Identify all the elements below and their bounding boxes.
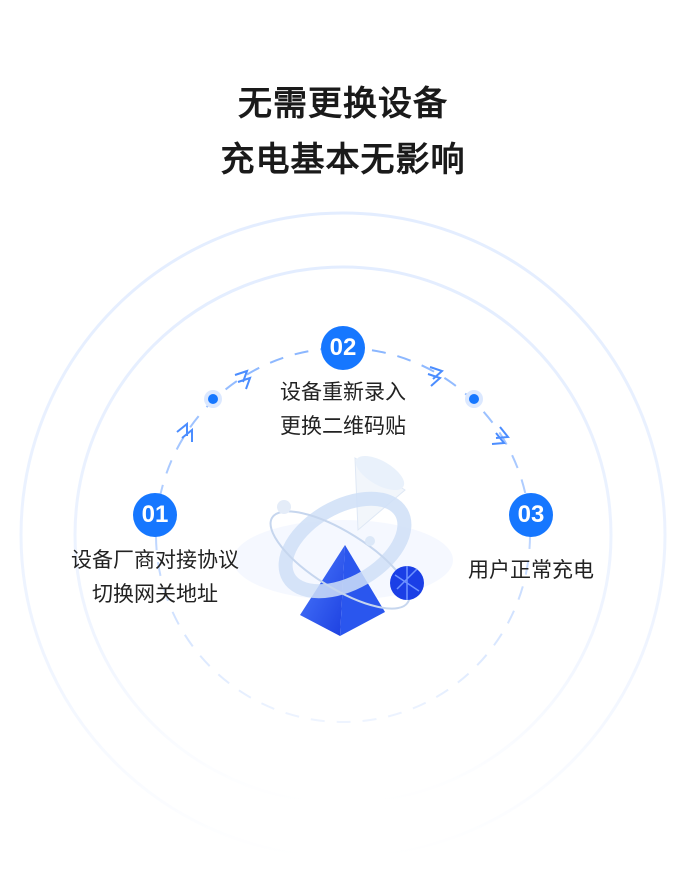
title-line-2: 充电基本无影响 bbox=[220, 140, 466, 180]
step-02-badge: 02 bbox=[321, 326, 365, 370]
step-01-text: 设备厂商对接协议 切换网关地址 bbox=[25, 543, 285, 611]
path-dot-right bbox=[465, 390, 483, 408]
center-3d-illustration bbox=[233, 455, 453, 636]
step-02-line-1: 设备重新录入 bbox=[280, 380, 406, 404]
step-01-line-1: 设备厂商对接协议 bbox=[71, 548, 239, 572]
step-01-badge: 01 bbox=[133, 493, 177, 537]
step-01-line-2: 切换网关地址 bbox=[92, 582, 218, 606]
chevron-arrows-icon bbox=[176, 366, 510, 445]
path-dot-left bbox=[204, 390, 222, 408]
step-02-text: 设备重新录入 更换二维码贴 bbox=[213, 375, 473, 443]
outer-ring bbox=[19, 211, 667, 859]
step-02-line-2: 更换二维码贴 bbox=[280, 414, 406, 438]
inner-ring bbox=[73, 265, 613, 805]
title-line-1: 无需更换设备 bbox=[238, 84, 448, 124]
step-03-line-1: 用户正常充电 bbox=[468, 558, 594, 582]
step-03-badge: 03 bbox=[509, 493, 553, 537]
step-03-text: 用户正常充电 bbox=[401, 553, 661, 587]
